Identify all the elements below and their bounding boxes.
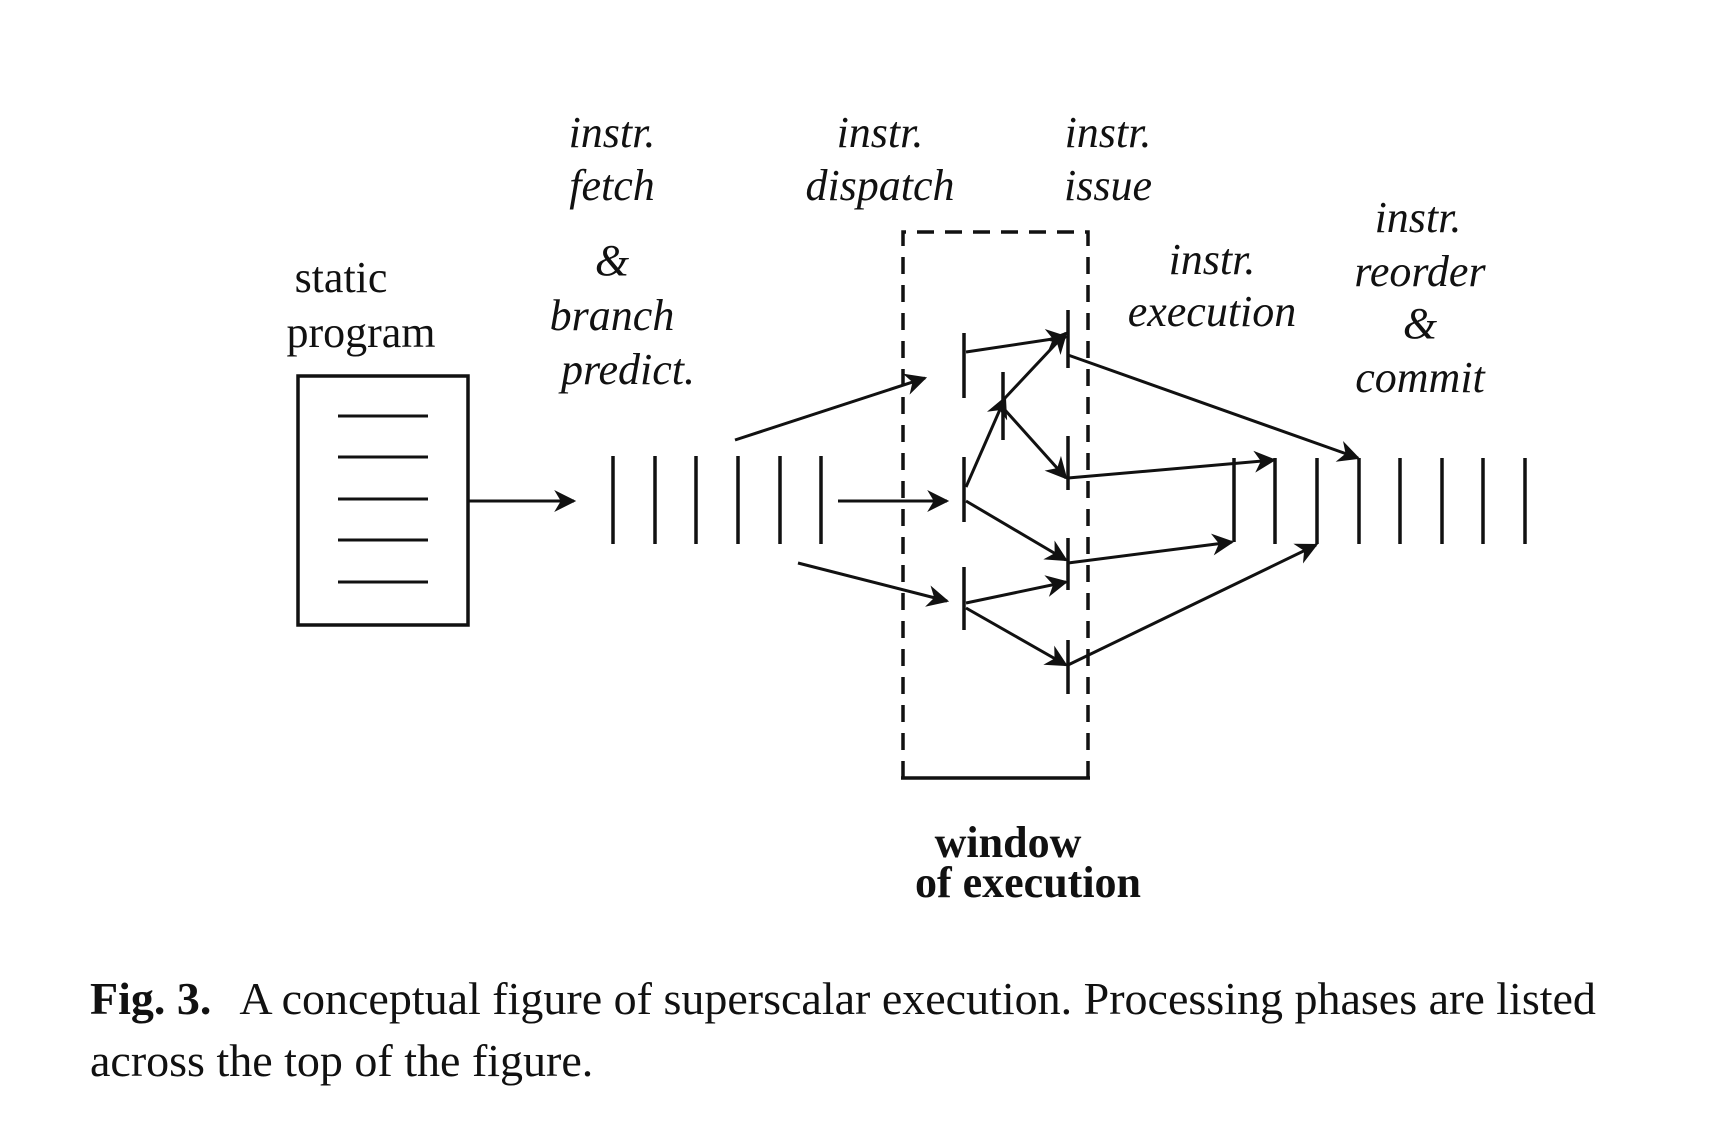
static-program-box bbox=[296, 374, 470, 627]
commit-label-1: instr. bbox=[1375, 193, 1462, 242]
dispatch-label-2: dispatch bbox=[805, 161, 954, 210]
window-of-execution bbox=[901, 230, 1090, 780]
issue-arrows bbox=[964, 329, 1069, 667]
issue-label-1: instr. bbox=[1065, 108, 1152, 157]
commit-label-2: reorder bbox=[1354, 247, 1486, 296]
issue-label-2: issue bbox=[1064, 161, 1152, 210]
window-label-1: window bbox=[935, 818, 1082, 867]
fetch-stream-ticks bbox=[611, 456, 823, 544]
caption-text: A conceptual figure of superscalar execu… bbox=[90, 973, 1596, 1086]
static-program-label-2: program bbox=[286, 308, 435, 357]
fetch-label-3: & bbox=[595, 236, 630, 285]
commit-label-3: & bbox=[1403, 299, 1438, 348]
fetch-label-5: predict. bbox=[558, 345, 695, 394]
execution-arrows bbox=[1067, 353, 1361, 667]
commit-label-4: commit bbox=[1355, 353, 1486, 402]
fetch-label-2: fetch bbox=[569, 161, 655, 210]
fetch-label-4: branch bbox=[550, 291, 675, 340]
commit-ticks bbox=[1232, 458, 1527, 544]
dispatch-label-1: instr. bbox=[837, 108, 924, 157]
figure-caption: Fig. 3.A conceptual figure of superscala… bbox=[90, 968, 1670, 1092]
dispatch-arrows bbox=[734, 373, 950, 607]
caption-label: Fig. 3. bbox=[90, 973, 212, 1024]
static-program-label-1: static bbox=[295, 253, 388, 302]
execution-label-1: instr. bbox=[1169, 235, 1256, 284]
execution-label-2: execution bbox=[1128, 287, 1297, 336]
fetch-label-1: instr. bbox=[569, 108, 656, 157]
window-label-2: of execution bbox=[915, 858, 1141, 907]
